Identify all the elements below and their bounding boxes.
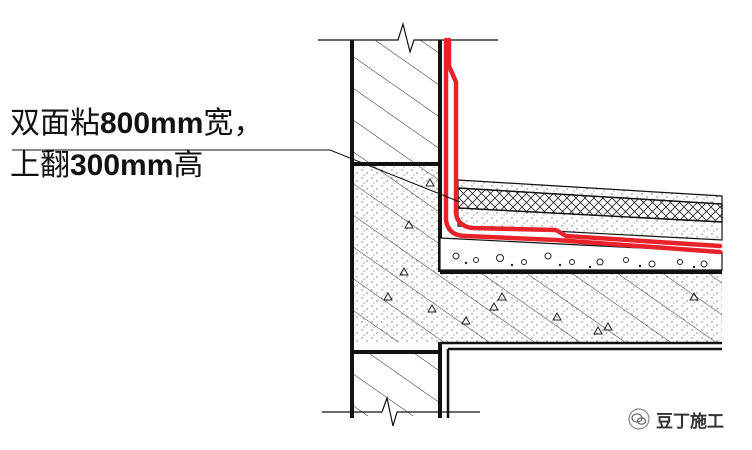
wall-outlines [350, 40, 722, 418]
annotation-line-1: 双面粘800mm宽， [10, 109, 263, 139]
watermark-text: 豆丁施工 [656, 411, 724, 432]
membrane-lower [443, 37, 723, 255]
leveling-screed-layer [439, 237, 723, 271]
wechat-icon [628, 408, 650, 430]
annotation-line2-pre: 上翻 [10, 148, 70, 183]
membrane-upper [446, 37, 723, 249]
slab-soffit-lines [440, 341, 722, 418]
watermark: 豆丁施工 [628, 408, 724, 432]
aggregate-marks [383, 177, 699, 335]
annotation-line-2: 上翻300mm高 [10, 151, 203, 181]
annotation-leader-line [12, 149, 461, 203]
annotation-line1-num: 800mm [100, 107, 204, 140]
annotation-line2-num: 300mm [70, 149, 174, 182]
annotation-line1-post: 宽， [203, 106, 264, 141]
annotation-line1-pre: 双面粘 [10, 106, 100, 141]
lower-wall-masonry [352, 352, 440, 416]
concrete-hatch [352, 166, 722, 342]
annotation-line2-post: 高 [173, 148, 204, 183]
upper-wall-masonry [352, 40, 440, 164]
waterproof-membrane [443, 37, 723, 255]
